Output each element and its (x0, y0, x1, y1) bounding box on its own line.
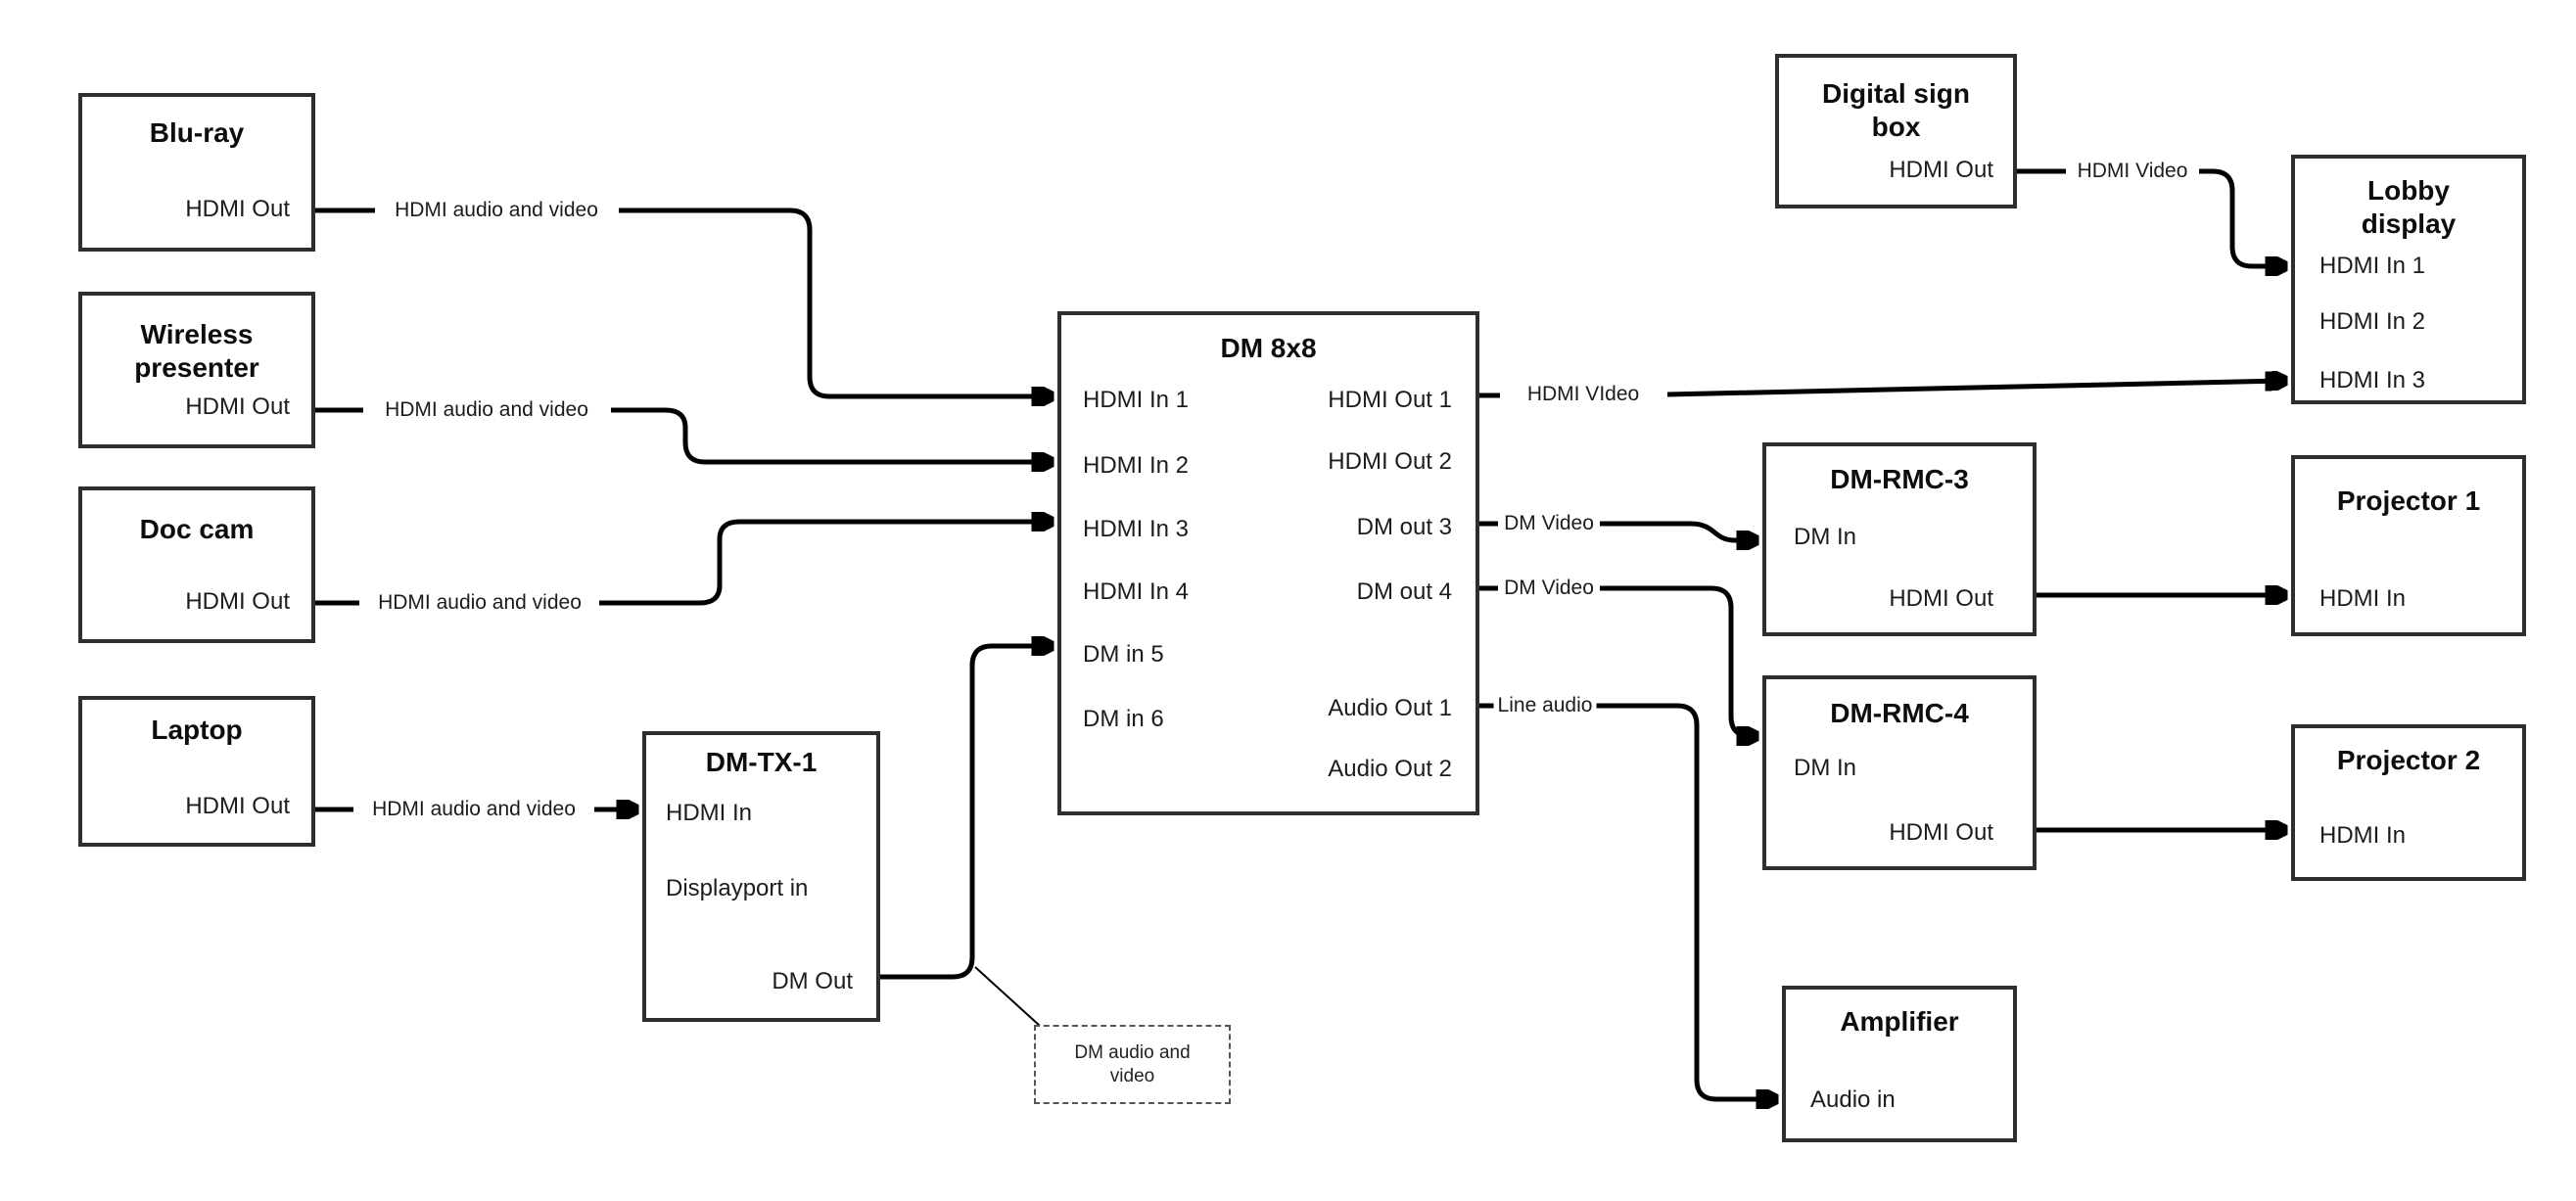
port-lobby-hdmi-in-3: HDMI In 3 (2319, 367, 2426, 393)
port-bluray-hdmi-out: HDMI Out (185, 196, 290, 222)
wire-dmout4-to-rmc4 (1600, 585, 1755, 736)
node-wireless-presenter: Wireless presenter HDMI Out (78, 292, 315, 448)
node-projector-2: Projector 2 HDMI In (2291, 724, 2526, 881)
port-dm8x8-audio-out-2: Audio Out 2 (1328, 756, 1452, 782)
node-projector-1: Projector 1 HDMI In (2291, 455, 2526, 636)
port-dmtx1-dm-out: DM Out (772, 968, 853, 994)
port-dm8x8-dm-in-5: DM in 5 (1083, 641, 1164, 668)
note-dm-audio-video-text: DM audio and video (1074, 1041, 1191, 1086)
node-projector1-title: Projector 1 (2336, 485, 2481, 516)
node-sign-title: Digital sign box (1822, 78, 1970, 142)
wire-doccam-to-dm8x8 (599, 522, 1050, 606)
port-dm8x8-hdmi-out-2: HDMI Out 2 (1328, 448, 1452, 475)
wire-audioout1-to-amplifier (1591, 703, 1774, 1099)
port-dmtx1-hdmi-in: HDMI In (666, 800, 753, 826)
port-rmc4-dm-in: DM In (1794, 755, 1857, 781)
wire-label-bluray-feed: HDMI audio and video (391, 199, 602, 222)
port-dm8x8-dm-in-6: DM in 6 (1083, 706, 1164, 732)
node-laptop: Laptop HDMI Out (78, 696, 315, 847)
wire-label-dm-out-4: DM Video (1500, 577, 1598, 600)
node-doc-cam: Doc cam HDMI Out (78, 486, 315, 643)
note-dm-audio-video: DM audio and video (1034, 1025, 1231, 1104)
port-projector1-hdmi-in: HDMI In (2319, 585, 2407, 612)
wire-label-line-audio: Line audio (1493, 694, 1597, 717)
port-amplifier-audio-in: Audio in (1810, 1086, 1896, 1113)
wire-label-wireless-feed: HDMI audio and video (381, 398, 592, 422)
port-dm8x8-hdmi-out-1: HDMI Out 1 (1328, 387, 1452, 413)
node-rmc3-title: DM-RMC-3 (1830, 464, 1969, 494)
node-dm-rmc-3: DM-RMC-3 DM In HDMI Out (1762, 442, 2037, 636)
node-digital-sign-box: Digital sign box HDMI Out (1775, 54, 2017, 208)
node-bluray-title: Blu-ray (149, 117, 245, 148)
port-dm8x8-audio-out-1: Audio Out 1 (1328, 695, 1452, 721)
node-projector2-title: Projector 2 (2336, 745, 2481, 775)
node-rmc4-title: DM-RMC-4 (1830, 698, 1969, 728)
wire-label-doccam-feed: HDMI audio and video (374, 591, 585, 615)
wire-label-sign-feed: HDMI Video (2073, 160, 2192, 183)
port-lobby-hdmi-in-2: HDMI In 2 (2319, 308, 2426, 335)
wire-wireless-to-dm8x8 (611, 407, 1050, 462)
node-lobby-display: Lobby display HDMI In 1 HDMI In 2 HDMI I… (2291, 155, 2526, 404)
node-dm-8x8: DM 8x8 HDMI In 1 HDMI In 2 HDMI In 3 HDM… (1057, 311, 1479, 815)
port-dm8x8-dm-out-3: DM out 3 (1356, 514, 1452, 540)
port-dmtx1-displayport-in: Displayport in (666, 875, 809, 901)
wire-label-dm-out-3: DM Video (1500, 512, 1598, 535)
port-sign-hdmi-out: HDMI Out (1889, 157, 1993, 183)
node-dm-rmc-4: DM-RMC-4 DM In HDMI Out (1762, 675, 2037, 870)
port-laptop-hdmi-out: HDMI Out (185, 793, 290, 819)
node-amplifier: Amplifier Audio in (1782, 986, 2017, 1142)
port-dm8x8-hdmi-in-1: HDMI In 1 (1083, 387, 1190, 413)
port-dm8x8-hdmi-in-3: HDMI In 3 (1083, 516, 1190, 542)
wire-dmtx1-to-dm8x8 (880, 646, 1050, 980)
port-projector2-hdmi-in: HDMI In (2319, 822, 2407, 849)
port-dm8x8-hdmi-in-2: HDMI In 2 (1083, 452, 1190, 479)
node-lobby-title: Lobby display (2361, 175, 2457, 239)
port-doccam-hdmi-out: HDMI Out (185, 588, 290, 615)
node-dm8x8-title: DM 8x8 (1220, 333, 1317, 363)
port-rmc3-hdmi-out: HDMI Out (1889, 585, 1993, 612)
wire-label-laptop-feed: HDMI audio and video (368, 798, 580, 821)
node-amplifier-title: Amplifier (1840, 1006, 1959, 1037)
wire-hdmiout1-to-lobby (1666, 381, 2283, 397)
note-leader-line (974, 966, 1041, 1027)
node-dmtx1-title: DM-TX-1 (705, 747, 818, 777)
port-wireless-hdmi-out: HDMI Out (185, 393, 290, 420)
wire-dmout3-to-rmc3 (1600, 521, 1755, 540)
node-laptop-title: Laptop (151, 715, 243, 745)
wire-bluray-to-dm8x8 (619, 208, 1050, 396)
wire-label-hdmi-out-1: HDMI VIdeo (1522, 383, 1644, 406)
port-rmc3-dm-in: DM In (1794, 524, 1857, 550)
wire-sign-to-lobby (2199, 168, 2283, 266)
port-dm8x8-dm-out-4: DM out 4 (1356, 578, 1452, 605)
node-doccam-title: Doc cam (139, 514, 255, 544)
port-dm8x8-hdmi-in-4: HDMI In 4 (1083, 578, 1190, 605)
port-rmc4-hdmi-out: HDMI Out (1889, 819, 1993, 846)
node-wireless-title: Wireless presenter (134, 319, 259, 383)
node-dm-tx-1: DM-TX-1 HDMI In Displayport in DM Out (642, 731, 880, 1022)
node-bluray: Blu-ray HDMI Out (78, 93, 315, 252)
port-lobby-hdmi-in-1: HDMI In 1 (2319, 253, 2426, 279)
